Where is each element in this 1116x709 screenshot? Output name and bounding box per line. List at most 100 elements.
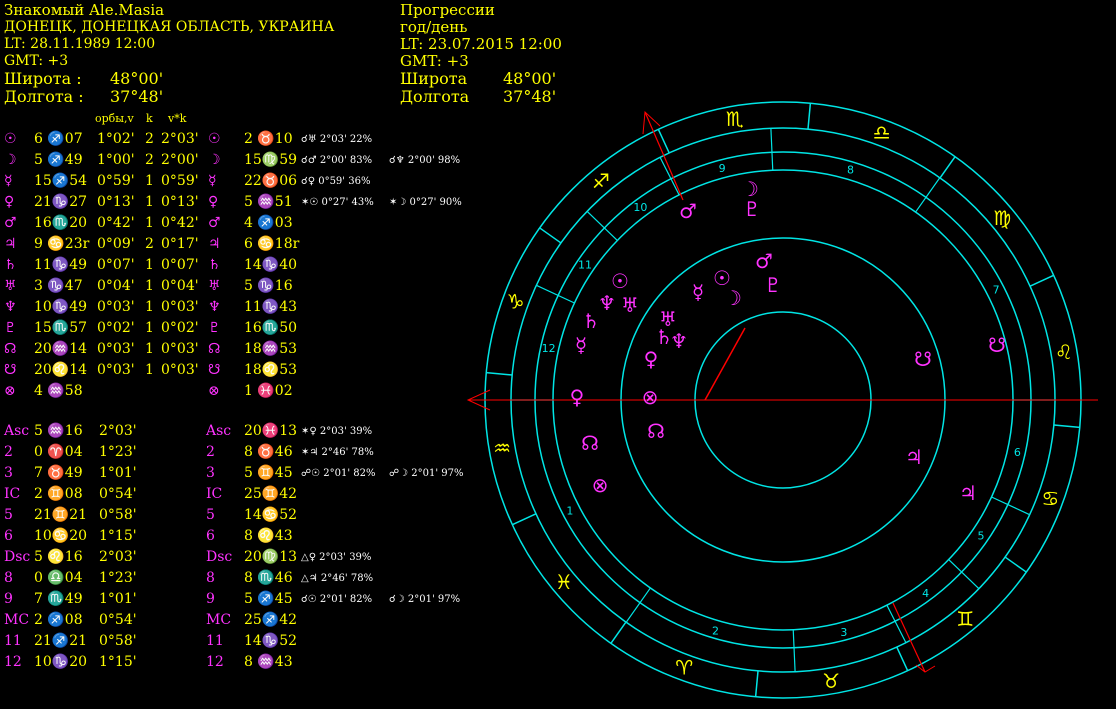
planet-k: 2: [145, 152, 154, 168]
progressed-planet-position: 18♒53: [244, 341, 298, 357]
progressed-house-label: Dsc: [206, 549, 233, 565]
house-cusp-line: [915, 177, 941, 213]
planet-k: 1: [145, 341, 154, 357]
house-cusp-line: [792, 629, 796, 672]
planet-marker: ☉: [713, 266, 731, 290]
natal-title: Знакомый Ale.Masia: [4, 1, 165, 19]
house-orb: 2°03': [99, 549, 137, 565]
progressed-planet-position: 2 ♉10: [244, 131, 293, 147]
progression-header: Прогрессии год/день LT: 23.07.2015 12:00…: [400, 2, 562, 106]
planet-glyph: ♆: [4, 299, 17, 315]
planet-orb: 0°42': [97, 215, 135, 231]
sign-divider: [1053, 424, 1080, 429]
progression-step: год/день: [400, 18, 468, 36]
progressed-house-label: IC: [206, 486, 223, 502]
planet-natal-position: 15♐54: [34, 173, 88, 189]
planet-orb: 0°03': [97, 341, 135, 357]
planet-marker: ⊗: [642, 385, 659, 409]
planet-k: 1: [145, 278, 154, 294]
house-natal-cusp: 0 ♈04: [34, 444, 83, 460]
progressed-planet-glyph: ♀: [208, 194, 219, 210]
planet-marker: ♇: [743, 197, 761, 221]
progressed-house-cusp: 14♋52: [244, 507, 298, 523]
progressed-house-label: 8: [206, 570, 215, 586]
house-label: 5: [4, 507, 13, 523]
planet-vk: 0°03': [161, 341, 199, 357]
progressed-house-cusp: 25♊42: [244, 486, 298, 502]
house-number: 8: [847, 164, 854, 177]
planet-k: 1: [145, 257, 154, 273]
mc-axis-line: [644, 111, 684, 201]
house-aspect: ✶♀ 2°03' 39%: [301, 426, 373, 437]
zodiac-sign-glyph: ♓: [555, 570, 573, 594]
zodiac-sign-glyph: ♈: [675, 655, 693, 679]
sign-divider: [610, 621, 627, 644]
progressed-planet-glyph: ♆: [208, 299, 221, 315]
column-header-orbs: орбы,v: [95, 112, 134, 125]
planet-k: 1: [145, 320, 154, 336]
house-natal-cusp: 10♑20: [34, 654, 88, 670]
progressed-planet-position: 15♍59: [244, 152, 298, 168]
house-label: 11: [4, 633, 22, 649]
house-number: 12: [542, 342, 556, 355]
house-label: 6: [4, 528, 13, 544]
planet-vk: 0°03': [161, 299, 199, 315]
progressed-house-label: 9: [206, 591, 215, 607]
progression-local-time: LT: 23.07.2015 12:00: [400, 35, 562, 53]
progressed-house-cusp: 14♑52: [244, 633, 298, 649]
progressed-planet-glyph: ☽: [208, 152, 221, 168]
wheel-ring-4: [620, 237, 946, 563]
sign-divider: [512, 513, 537, 526]
progressed-house-label: 12: [206, 654, 224, 670]
planet-marker: ♅: [621, 293, 639, 317]
house-number: 3: [840, 626, 847, 639]
house-label: Dsc: [4, 549, 31, 565]
house-cusp-line: [659, 157, 680, 196]
house-number: 6: [1014, 446, 1021, 459]
planet-k: 2: [145, 236, 154, 252]
progressed-planet-position: 11♑43: [244, 299, 298, 315]
progressed-planet-glyph: ☿: [208, 173, 217, 189]
zodiac-sign-glyph: ♌: [1055, 340, 1073, 364]
house-orb: 0°54': [99, 486, 137, 502]
progression-longitude-label: Долгота: [400, 87, 470, 106]
planet-vk: 0°04': [161, 278, 199, 294]
planet-glyph: ☊: [4, 341, 17, 357]
sign-divider: [939, 156, 956, 179]
progressed-planet-glyph: ☉: [208, 131, 221, 147]
sign-divider: [807, 103, 812, 130]
planet-marker: ♃: [905, 445, 923, 469]
zodiac-sign-glyph: ♒: [493, 436, 511, 460]
progressed-planet-position: 14♑40: [244, 257, 298, 273]
planet-k: 1: [145, 299, 154, 315]
planet-marker: ☋: [988, 333, 1006, 357]
sign-divider: [1004, 556, 1027, 573]
planet-orb: 0°13': [97, 194, 135, 210]
planet-aspect: ☌♅ 2°03' 22%: [301, 134, 373, 145]
planet-vk: 0°07': [161, 257, 199, 273]
progressed-house-cusp: 5 ♐45: [244, 591, 293, 607]
progressed-house-label: 2: [206, 444, 215, 460]
planet-glyph: ⊗: [4, 383, 16, 399]
planet-vk: 0°13': [161, 194, 199, 210]
house-orb: 1°15': [99, 528, 137, 544]
zodiac-sign-glyph: ♋: [1041, 487, 1059, 511]
progressed-house-cusp: 8 ♌43: [244, 528, 293, 544]
planet-marker: ☽: [724, 286, 742, 310]
house-aspect: ☌☉ 2°01' 82%: [301, 594, 373, 605]
planet-marker: ♇: [764, 273, 782, 297]
sign-divider: [1029, 274, 1054, 287]
planet-marker: ♀: [644, 347, 659, 371]
planet-natal-position: 15♏57: [34, 320, 88, 336]
wheel-ring-0: [484, 101, 1082, 699]
progressed-house-cusp: 8 ♏46: [244, 570, 293, 586]
house-natal-cusp: 21♐21: [34, 633, 88, 649]
house-number: 1: [566, 504, 573, 517]
house-orb: 0°58': [99, 507, 137, 523]
house-natal-cusp: 2 ♐08: [34, 612, 83, 628]
progressed-planet-position: 1 ♓02: [244, 383, 293, 399]
progressed-planet-position: 6 ♋18r: [244, 236, 300, 252]
natal-longitude-value: 37°48': [110, 87, 164, 106]
house-number: 7: [993, 284, 1000, 297]
house-label: MC: [4, 612, 30, 628]
